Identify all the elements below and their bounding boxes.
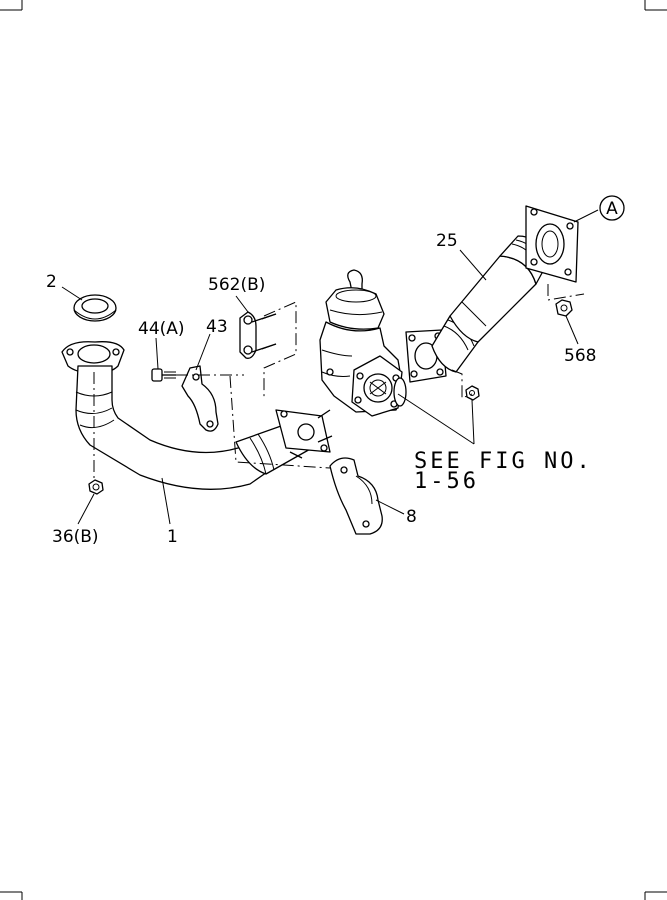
callout-1: 1	[167, 527, 178, 547]
see-figure-note: SEE FIG NO. 1-56	[414, 449, 593, 494]
nut-converter	[465, 385, 480, 401]
callout-36b: 36(B)	[52, 527, 99, 547]
callout-8: 8	[406, 507, 417, 527]
catalytic-converter-assembly	[319, 269, 407, 417]
reference-circle-a	[599, 195, 625, 221]
bolt-44a	[151, 368, 176, 382]
callout-562b: 562(B)	[208, 275, 265, 295]
bracket-43	[181, 365, 219, 432]
heat-shield-8	[329, 457, 383, 535]
leader-lines	[61, 209, 599, 525]
gasket-ring	[73, 294, 117, 322]
rear-muffler-pipe-25	[405, 205, 579, 383]
callout-44a: 44(A)	[138, 319, 185, 339]
stud-bolts-562b	[239, 311, 277, 359]
callout-43: 43	[206, 317, 228, 337]
callout-labels: 2 562(B) 44(A) 43 25 A 568 36(B) 1 8	[46, 199, 618, 547]
callout-2: 2	[46, 272, 57, 292]
note-line-1: SEE FIG NO.	[414, 449, 593, 474]
assembly-lines	[93, 284, 585, 482]
nut-36b	[88, 479, 104, 495]
callout-568: 568	[564, 346, 596, 366]
front-exhaust-pipe	[61, 341, 333, 490]
note-line-2: 1-56	[414, 469, 479, 494]
nut-568	[555, 299, 573, 317]
callout-25: 25	[436, 231, 458, 251]
callout-a: A	[606, 199, 618, 219]
